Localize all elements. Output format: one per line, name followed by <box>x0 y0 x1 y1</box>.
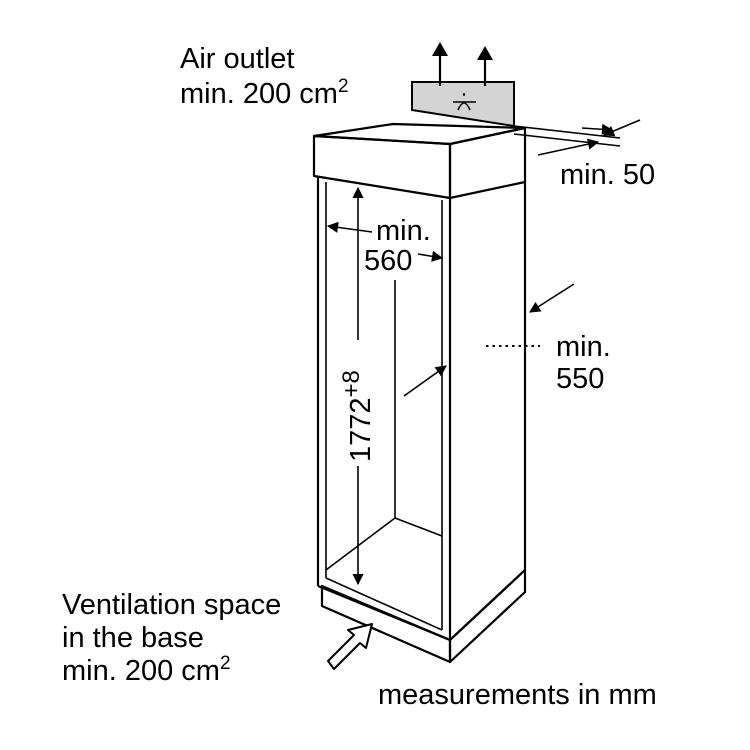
min-50-label: min. 50 <box>560 159 655 191</box>
units-label: measurements in mm <box>378 679 657 711</box>
cabinet-body <box>316 176 527 664</box>
depth-label-top: min. <box>556 331 611 363</box>
vent-label-line3: min. 200 cm2 <box>62 653 231 687</box>
depth-dimension <box>403 283 575 397</box>
vent-label-line2: in the base <box>62 622 204 654</box>
width-label-value: 560 <box>364 245 412 277</box>
min-50-dimension <box>513 119 641 156</box>
width-label-top: min. <box>376 215 431 247</box>
height-label: 1772+8 <box>338 370 377 462</box>
vent-label-line1: Ventilation space <box>62 589 281 621</box>
air-outlet-area: min. 200 cm2 <box>180 76 349 110</box>
arrow-up-icon <box>432 42 493 86</box>
cabinet-top <box>312 122 527 200</box>
arrow-right-outline-icon <box>327 623 373 670</box>
width-dimension <box>326 221 444 262</box>
air-outlet-label: Air outlet <box>180 43 294 75</box>
depth-label-value: 550 <box>556 363 604 395</box>
vent-grille-icon <box>411 81 515 128</box>
